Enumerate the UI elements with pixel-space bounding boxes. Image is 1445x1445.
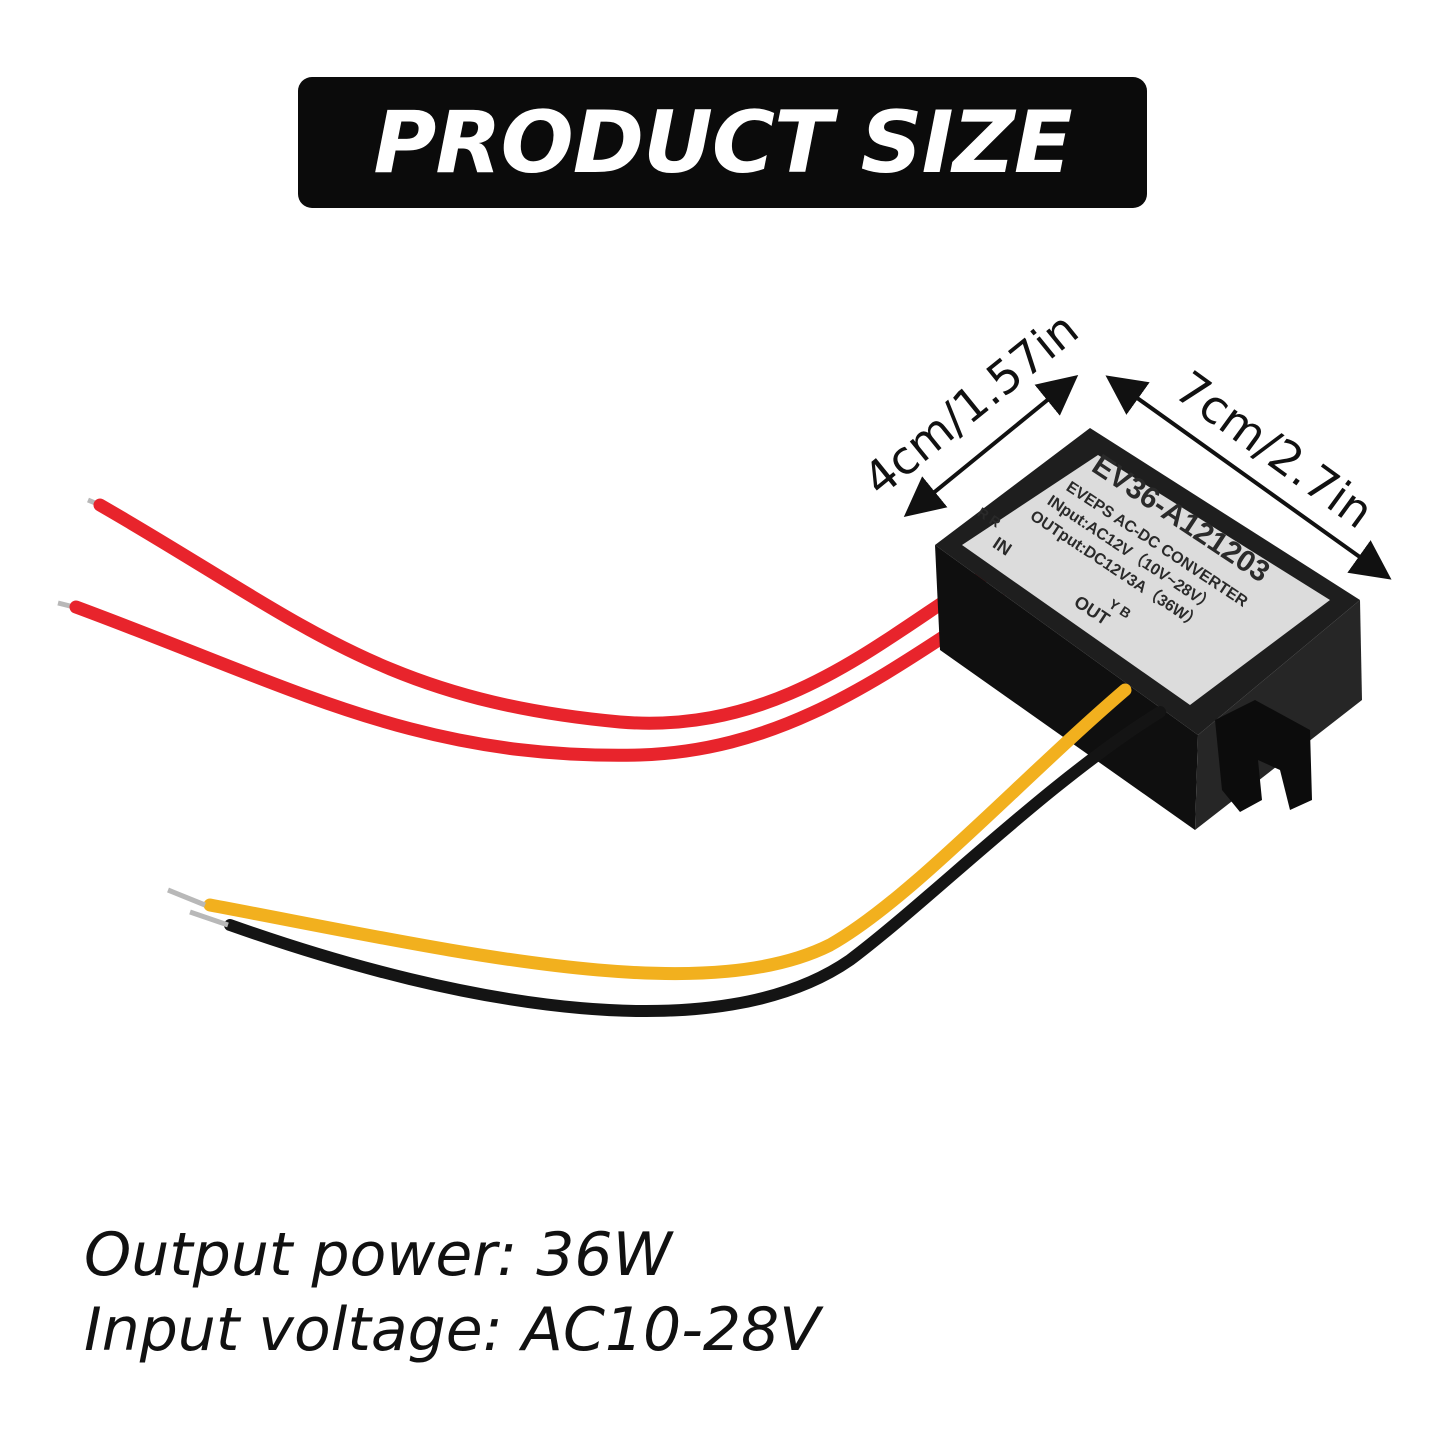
title-banner: PRODUCT SIZE	[298, 77, 1147, 208]
length-dimension-arrow	[1105, 375, 1392, 580]
page-title: PRODUCT SIZE	[373, 92, 1072, 193]
spec-list: Output power: 36W Input voltage: AC10-28…	[84, 1218, 1184, 1368]
spec-input-voltage: Input voltage: AC10-28V	[84, 1295, 821, 1365]
output-wires	[167, 683, 1166, 1017]
red-wires	[57, 497, 1007, 762]
width-dimension-arrow	[903, 374, 1079, 518]
converter-housing	[935, 428, 1362, 830]
spec-output-power: Output power: 36W	[84, 1220, 672, 1290]
